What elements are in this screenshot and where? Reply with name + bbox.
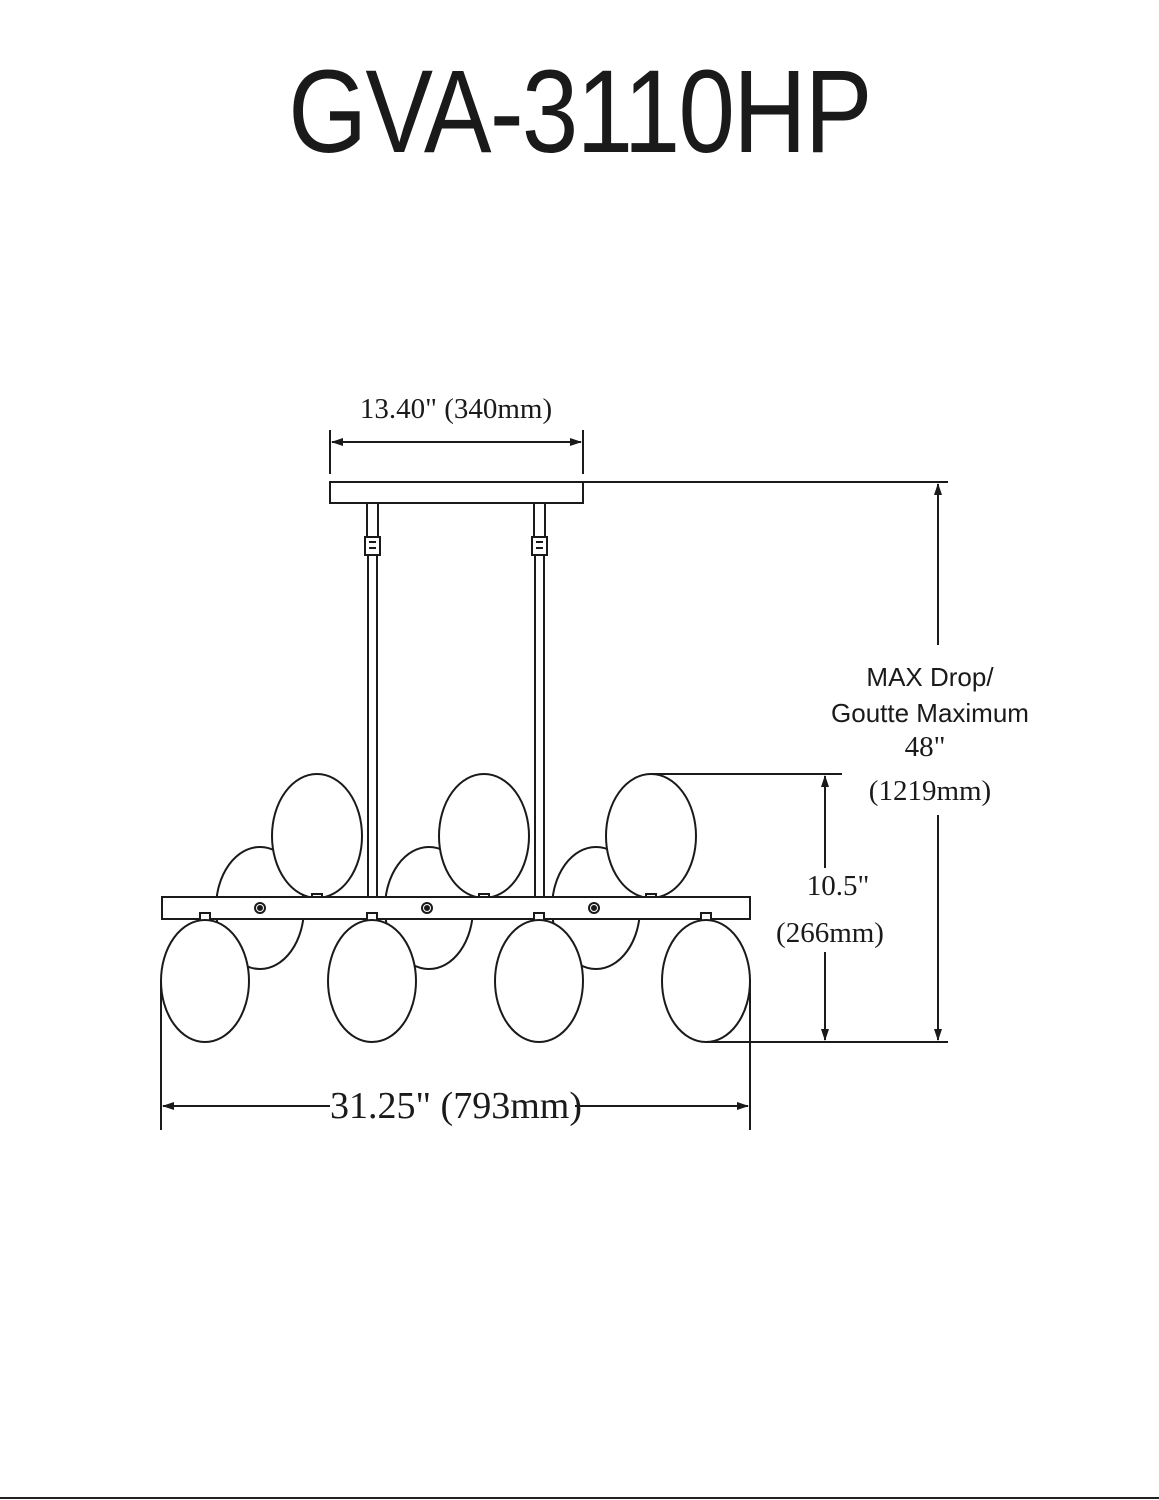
canopy-plate — [329, 481, 584, 504]
page-bottom-rule — [0, 1497, 1159, 1499]
body-height-label-mm: (266mm) — [776, 917, 884, 949]
body-height-label-inches: 10.5" — [807, 870, 870, 902]
body-height-dimension — [651, 773, 948, 1043]
overall-width-dimension — [160, 980, 751, 1130]
max-drop-label-fr: Goutte Maximum — [831, 698, 1029, 728]
overall-width-label: 31.25" (793mm) — [330, 1085, 582, 1127]
lower-globes — [160, 912, 751, 1043]
max-drop-label-en: MAX Drop/ — [866, 662, 994, 692]
max-drop-label-mm: (1219mm) — [869, 775, 991, 807]
canopy-width-label: 13.40" (340mm) — [360, 393, 552, 425]
upper-globes — [271, 773, 697, 903]
canopy-width-dimension — [329, 430, 584, 474]
model-title: GVA-3110HP — [288, 46, 872, 178]
fixture-body-bar — [161, 896, 751, 920]
suspension-rod-right — [531, 502, 548, 898]
suspension-rod-left — [364, 502, 381, 898]
max-drop-dimension — [583, 481, 948, 1041]
max-drop-label-inches: 48" — [905, 731, 946, 763]
